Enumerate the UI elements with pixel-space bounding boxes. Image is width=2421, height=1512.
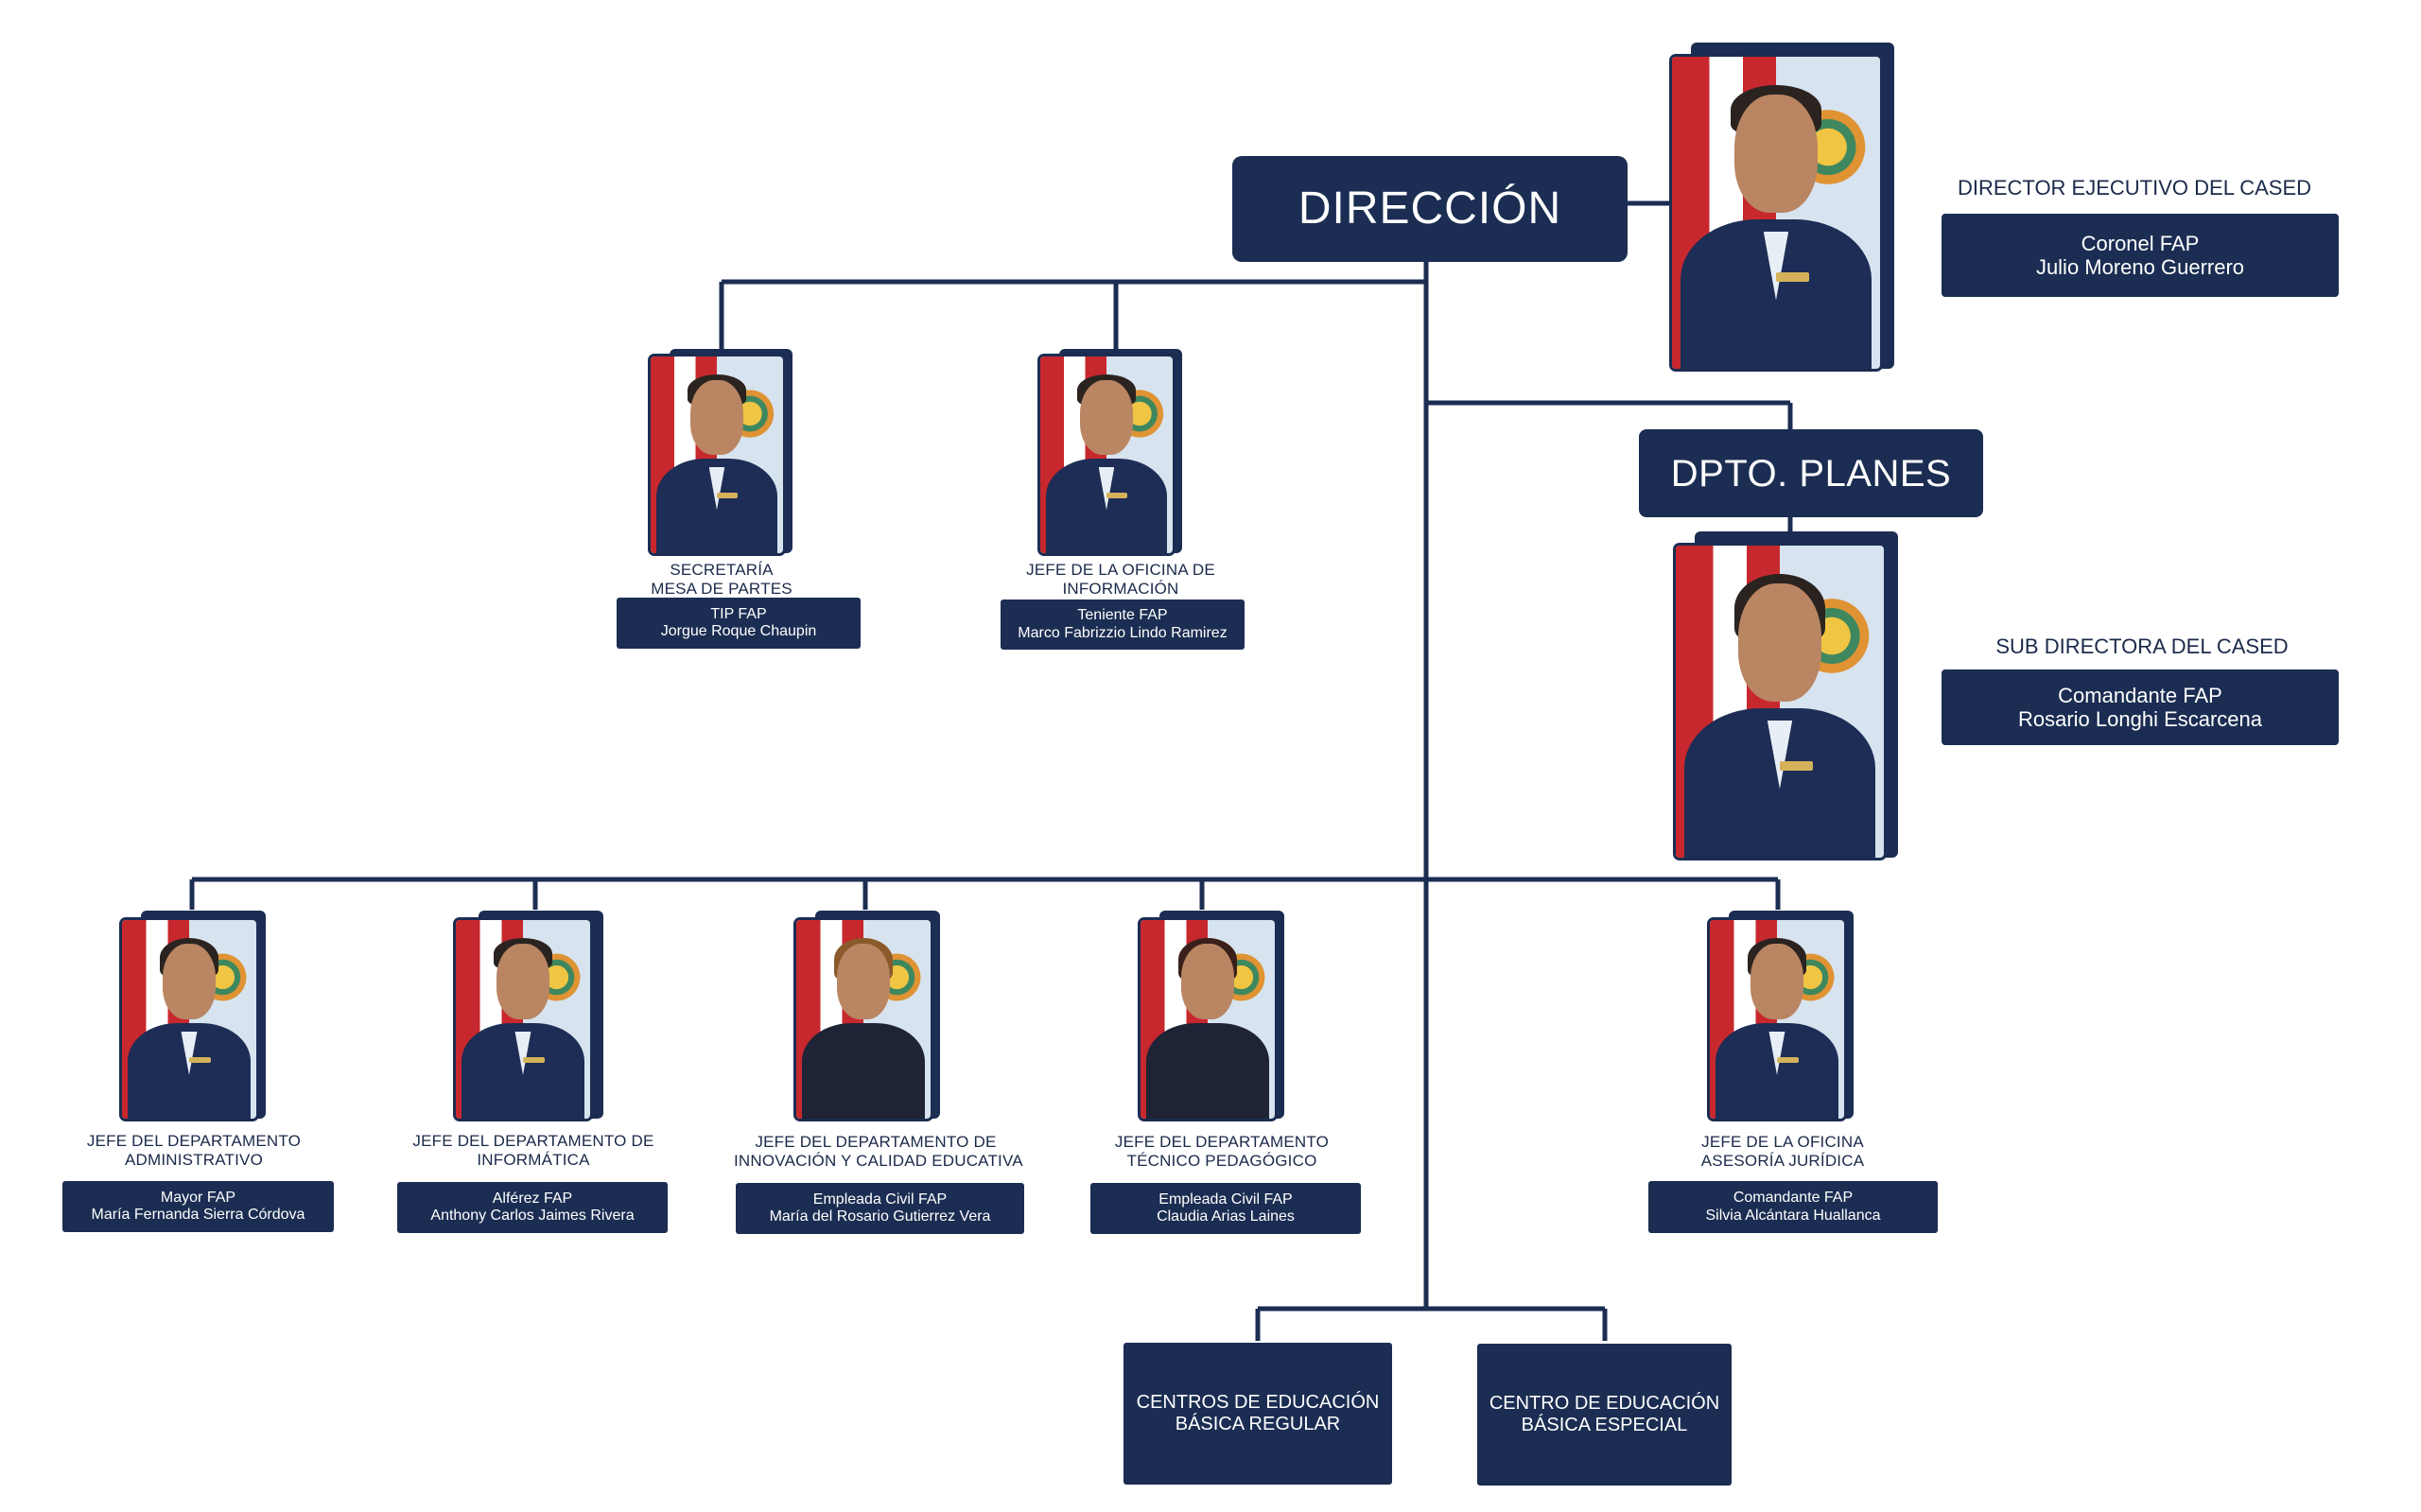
dept-innovacion-photo	[796, 911, 940, 1119]
center-especial-line-2: BÁSICA ESPECIAL	[1521, 1415, 1688, 1435]
subdirector-title: SUB DIRECTORA DEL CASED	[1995, 634, 2289, 658]
subdirector-rank: Comandante FAP	[2058, 683, 2222, 707]
director-name: Julio Moreno Guerrero	[2035, 255, 2245, 279]
subdirector-photo	[1676, 531, 1898, 858]
dept-tecnico-photo	[1141, 911, 1284, 1119]
informacion-photo	[1040, 349, 1182, 553]
director-name-box: Coronel FAP Julio Moreno Guerrero	[1942, 214, 2339, 297]
director-photo	[1672, 43, 1894, 369]
center-especial-line-1: CENTRO DE EDUCACIÓN	[1489, 1393, 1720, 1414]
secretaria-photo	[651, 349, 792, 553]
dept-juridica-photo	[1710, 911, 1854, 1119]
direccion-box[interactable]: DIRECCIÓN	[1232, 156, 1628, 262]
center-especial-box[interactable]: CENTRO DE EDUCACIÓN BÁSICA ESPECIAL	[1477, 1344, 1732, 1486]
dept-administrativo-photo	[122, 911, 266, 1119]
center-regular-line-2: BÁSICA REGULAR	[1175, 1414, 1341, 1434]
director-rank: Coronel FAP	[2081, 231, 2200, 255]
dept-informatica-photo	[456, 911, 603, 1119]
subdirector-name: Rosario Longhi Escarcena	[2017, 707, 2263, 731]
director-title: DIRECTOR EJECUTIVO DEL CASED	[1957, 176, 2312, 200]
center-regular-box[interactable]: CENTROS DE EDUCACIÓN BÁSICA REGULAR	[1123, 1343, 1392, 1485]
planes-label: DPTO. PLANES	[1670, 452, 1952, 495]
planes-box[interactable]: DPTO. PLANES	[1639, 429, 1983, 517]
direccion-label: DIRECCIÓN	[1298, 183, 1562, 235]
center-regular-line-1: CENTROS DE EDUCACIÓN	[1136, 1392, 1380, 1413]
subdirector-name-box: Comandante FAP Rosario Longhi Escarcena	[1942, 669, 2339, 745]
